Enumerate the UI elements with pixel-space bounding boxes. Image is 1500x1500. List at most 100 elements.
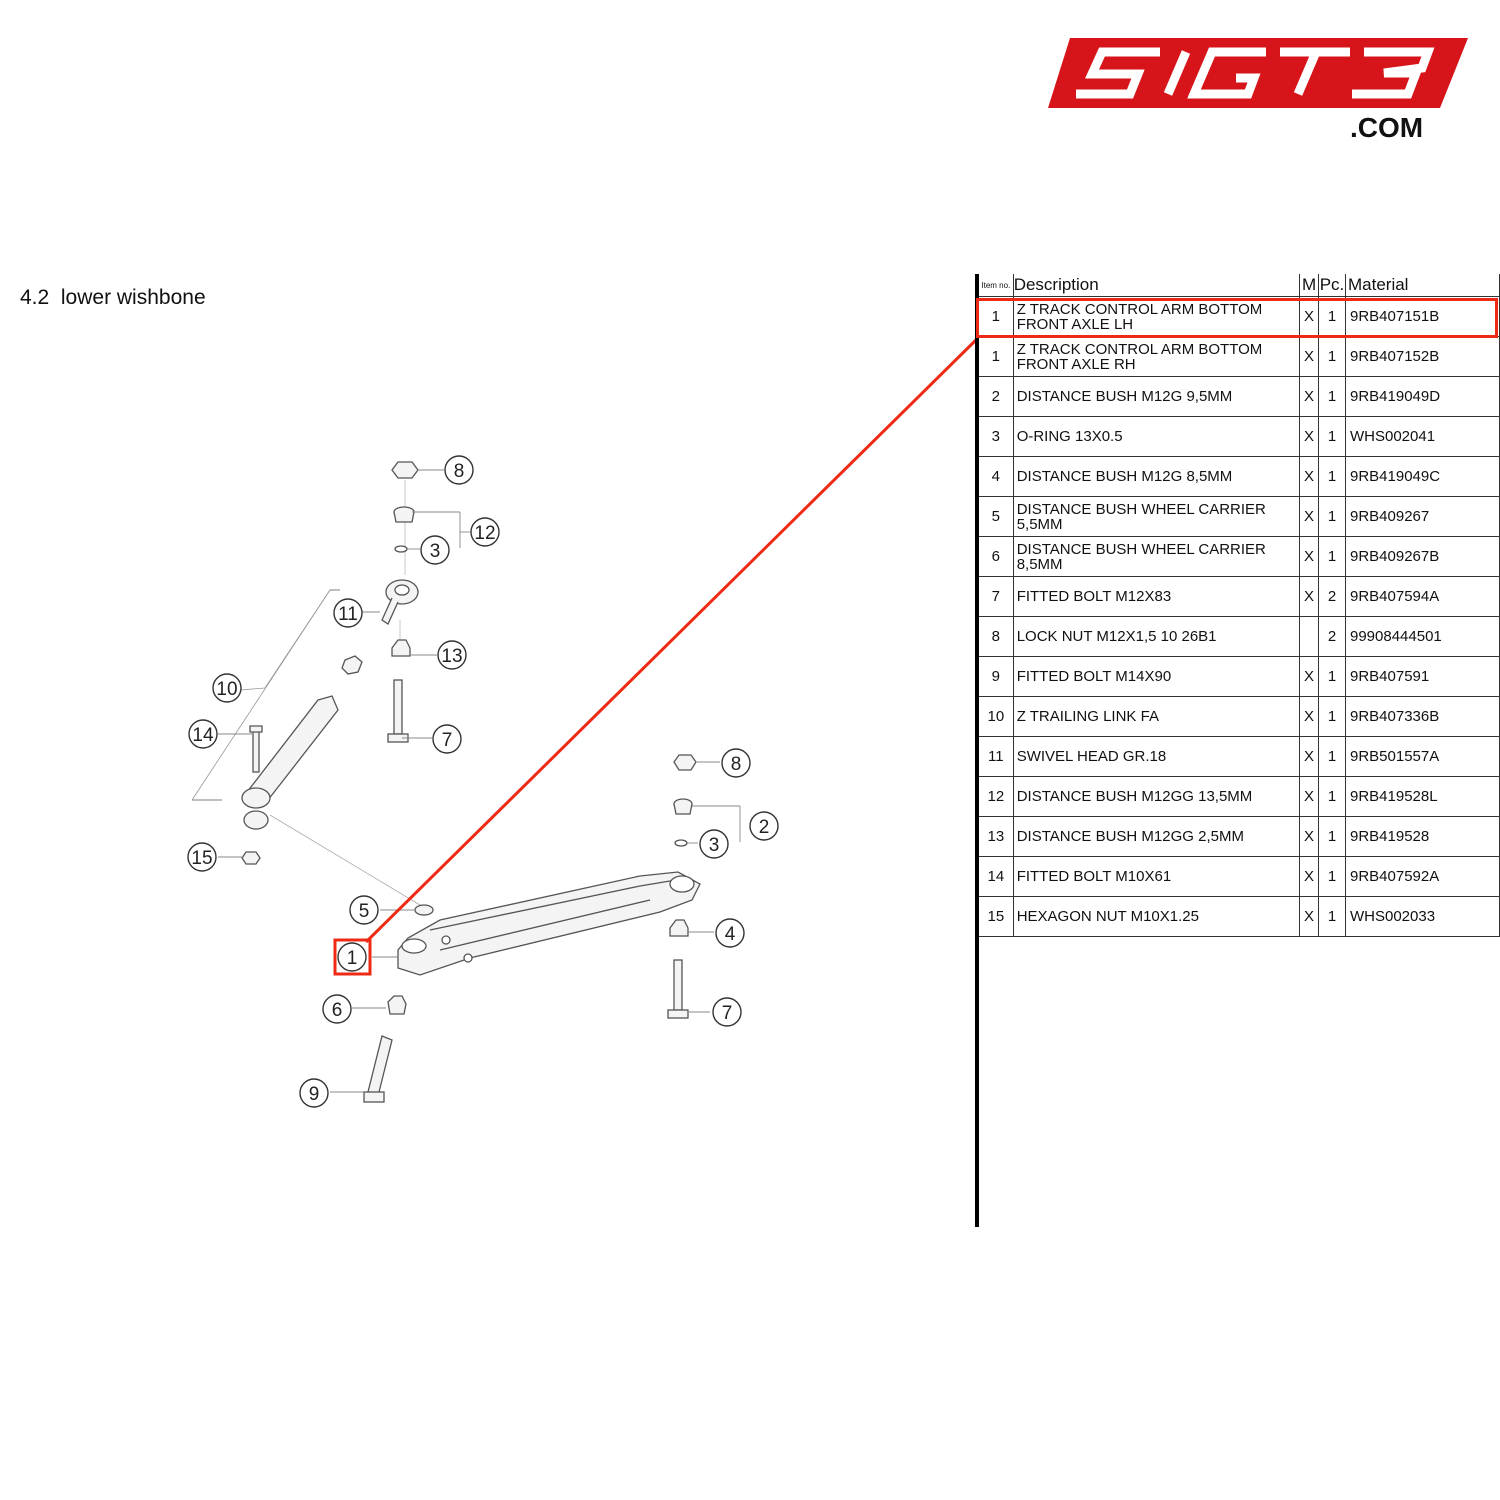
cell-material-number: WHS002033	[1344, 896, 1500, 937]
cell-item-number: 11	[979, 736, 1014, 777]
callout-11: 11	[333, 598, 363, 628]
cell-material-number: WHS002041	[1344, 416, 1500, 457]
cell-piece-count: 2	[1318, 576, 1346, 617]
callout-circle	[299, 1078, 329, 1108]
cell-m-flag: X	[1299, 416, 1320, 457]
cell-piece-count: 1	[1318, 776, 1346, 817]
callout-4: 4	[715, 918, 745, 948]
header-description: Description	[1012, 274, 1301, 297]
callout-8: 8	[721, 748, 751, 778]
callout-circle	[212, 673, 242, 703]
cell-piece-count: 1	[1318, 856, 1346, 897]
callout-circle	[337, 942, 367, 972]
callout-circle	[333, 598, 363, 628]
sigt3-logo	[1048, 38, 1468, 108]
callout-label: 5	[359, 901, 370, 922]
table-header-row: Item no. Description M Pc. Material	[979, 274, 1500, 297]
cell-item-number: 5	[979, 496, 1014, 537]
cell-material-number: 9RB407591	[1344, 656, 1500, 697]
cell-material-number: 9RB407594A	[1344, 576, 1500, 617]
callout-circle	[188, 719, 218, 749]
callout-3: 3	[420, 535, 450, 565]
callout-14: 14	[188, 719, 218, 749]
callout-label: 14	[192, 725, 214, 746]
cell-material-number: 9RB409267	[1344, 496, 1500, 537]
cell-description: DISTANCE BUSH M12G 9,5MM	[1012, 376, 1301, 417]
callout-label: 12	[474, 523, 495, 544]
cell-m-flag	[1299, 616, 1320, 657]
cell-m-flag: X	[1299, 496, 1320, 537]
callout-2: 2	[749, 811, 779, 841]
table-row[interactable]: 1 Z TRACK CONTROL ARM BOTTOM FRONT AXLE R…	[979, 336, 1500, 377]
cell-material-number: 9RB409267B	[1344, 536, 1500, 577]
callout-7: 7	[432, 724, 462, 754]
callout-circle	[187, 842, 217, 872]
cell-item-number: 14	[979, 856, 1014, 897]
cell-description: FITTED BOLT M14X90	[1012, 656, 1301, 697]
cell-description: DISTANCE BUSH WHEEL CARRIER 5,5MM	[1012, 496, 1301, 537]
cell-description: FITTED BOLT M10X61	[1012, 856, 1301, 897]
cell-piece-count: 1	[1318, 496, 1346, 537]
cell-m-flag: X	[1299, 336, 1320, 377]
cell-description: DISTANCE BUSH M12G 8,5MM	[1012, 456, 1301, 497]
callout-13: 13	[437, 640, 467, 670]
callout-label: 10	[216, 679, 237, 700]
cell-material-number: 99908444501	[1344, 616, 1500, 657]
cell-m-flag: X	[1299, 456, 1320, 497]
cell-m-flag: X	[1299, 736, 1320, 777]
cell-piece-count: 1	[1318, 816, 1346, 857]
cell-description: HEXAGON NUT M10X1.25	[1012, 896, 1301, 937]
header-m: M	[1299, 274, 1320, 297]
cell-piece-count: 1	[1318, 736, 1346, 777]
cell-m-flag: X	[1299, 376, 1320, 417]
cell-description: DISTANCE BUSH M12GG 2,5MM	[1012, 816, 1301, 857]
cell-piece-count: 1	[1318, 376, 1346, 417]
cell-m-flag: X	[1299, 656, 1320, 697]
cell-material-number: 9RB419049D	[1344, 376, 1500, 417]
cell-m-flag: X	[1299, 896, 1320, 937]
callout-label: 6	[332, 1000, 343, 1021]
callout-5: 5	[349, 895, 379, 925]
header-item-no: Item no.	[979, 274, 1014, 297]
cell-description: Z TRACK CONTROL ARM BOTTOM FRONT AXLE RH	[1012, 336, 1301, 377]
callout-label: 7	[442, 730, 453, 751]
cell-piece-count: 1	[1318, 336, 1346, 377]
cell-material-number: 9RB501557A	[1344, 736, 1500, 777]
callout-label: 13	[441, 646, 462, 667]
cell-item-number: 8	[979, 616, 1014, 657]
cell-item-number: 10	[979, 696, 1014, 737]
cell-item-number: 15	[979, 896, 1014, 937]
cell-material-number: 9RB419049C	[1344, 456, 1500, 497]
cell-material-number: 9RB419528	[1344, 816, 1500, 857]
cell-description: DISTANCE BUSH WHEEL CARRIER 8,5MM	[1012, 536, 1301, 577]
cell-description: FITTED BOLT M12X83	[1012, 576, 1301, 617]
callout-10: 10	[212, 673, 242, 703]
cell-description: O-RING 13X0.5	[1012, 416, 1301, 457]
header-pc: Pc.	[1318, 274, 1346, 297]
cell-description: DISTANCE BUSH M12GG 13,5MM	[1012, 776, 1301, 817]
cell-m-flag: X	[1299, 696, 1320, 737]
cell-description: LOCK NUT M12X1,5 10 26B1	[1012, 616, 1301, 657]
cell-item-number: 4	[979, 456, 1014, 497]
cell-piece-count: 2	[1318, 616, 1346, 657]
callout-label: 7	[722, 1003, 733, 1024]
callout-label: 11	[338, 604, 358, 625]
logo-dotcom: .COM	[1350, 112, 1424, 143]
